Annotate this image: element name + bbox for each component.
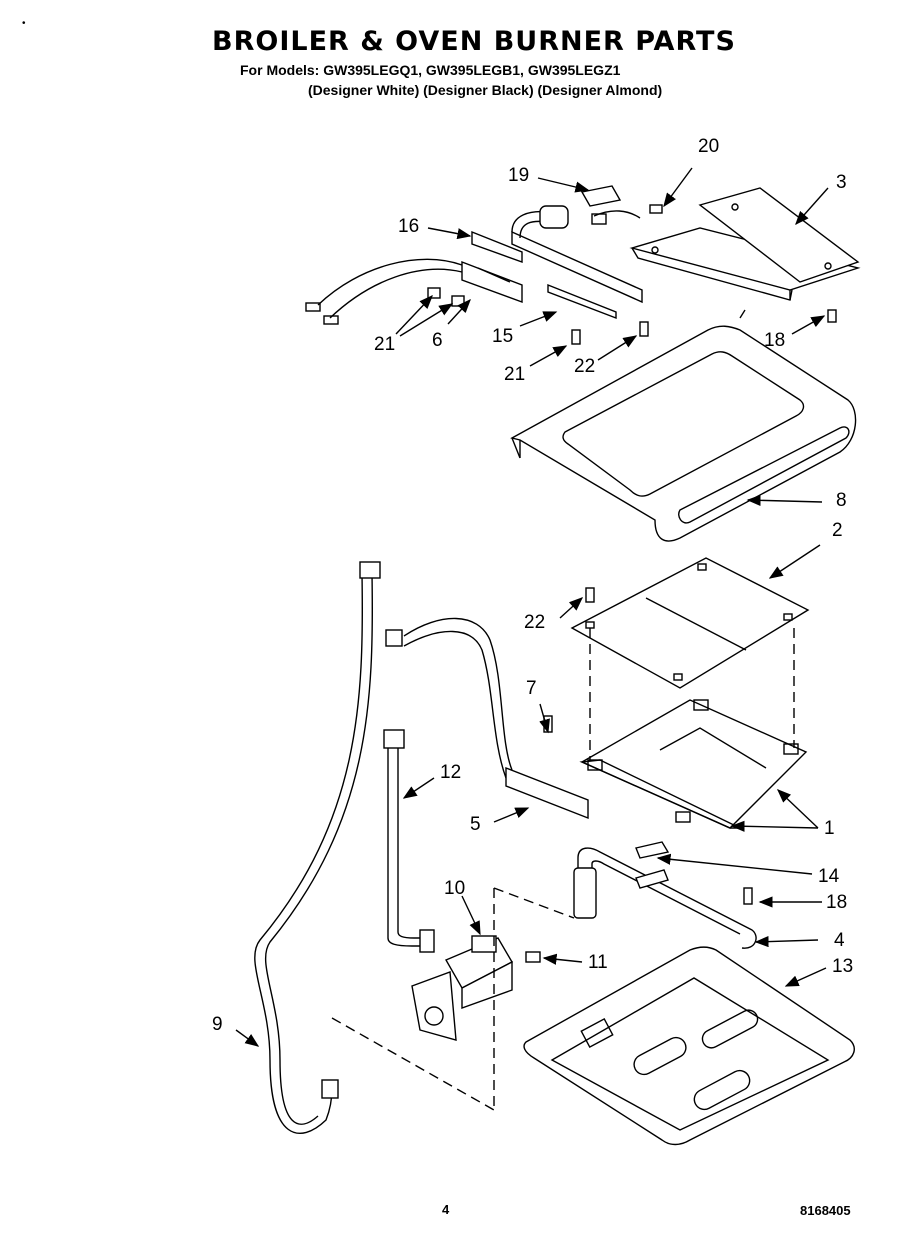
document-number: 8168405 — [800, 1203, 851, 1218]
broiler-shield-part — [629, 187, 861, 319]
callout-2: 2 — [832, 520, 843, 541]
callout-14: 14 — [818, 866, 840, 887]
callout-21b: 21 — [504, 364, 525, 385]
model-colors: (Designer White) (Designer Black) (Desig… — [308, 82, 663, 98]
page-title: BROILER & OVEN BURNER PARTS — [212, 26, 736, 57]
page-number: 4 — [442, 1202, 450, 1217]
callout-12: 12 — [440, 762, 461, 783]
callout-18a: 18 — [764, 330, 785, 351]
gas-valve-part — [411, 935, 541, 1041]
broiler-ignitor-part — [305, 230, 523, 325]
callout-4: 4 — [834, 930, 845, 951]
burner-baffle-part — [570, 557, 810, 689]
model-list: For Models: GW395LEGQ1, GW395LEGB1, GW39… — [240, 62, 621, 78]
callout-22a: 22 — [574, 356, 595, 377]
callout-16: 16 — [398, 216, 419, 237]
callout-10: 10 — [444, 878, 465, 899]
oven-burner-part — [573, 841, 757, 949]
oven-ignitor-part — [385, 617, 589, 820]
callout-11: 11 — [588, 952, 608, 973]
callout-18b: 18 — [826, 892, 847, 913]
broiler-burner-part — [511, 185, 643, 320]
callout-19: 19 — [508, 165, 529, 186]
burner-tray-part — [523, 946, 855, 1146]
callout-22b: 22 — [524, 612, 545, 633]
callout-15: 15 — [492, 326, 513, 347]
assembly-lines — [331, 628, 795, 1111]
callout-8: 8 — [836, 490, 847, 511]
corner-mark: • — [22, 18, 26, 29]
callout-13: 13 — [832, 956, 853, 977]
gas-tube-part — [254, 561, 381, 1134]
callout-5: 5 — [470, 814, 481, 835]
callout-20: 20 — [698, 136, 719, 157]
burner-bracket-part — [579, 699, 808, 829]
callout-6: 6 — [432, 330, 443, 351]
valve-tube-part — [383, 729, 435, 953]
oven-bottom-panel-part — [510, 325, 857, 542]
callout-9: 9 — [212, 1014, 223, 1035]
callout-21a: 21 — [374, 334, 395, 355]
callout-labels: 19 20 3 16 21 6 15 21 22 18 8 2 22 7 12 … — [212, 136, 853, 1035]
callout-1: 1 — [824, 818, 835, 839]
leader-arrows — [235, 167, 829, 1047]
callout-3: 3 — [836, 172, 847, 193]
callout-7: 7 — [526, 678, 537, 699]
